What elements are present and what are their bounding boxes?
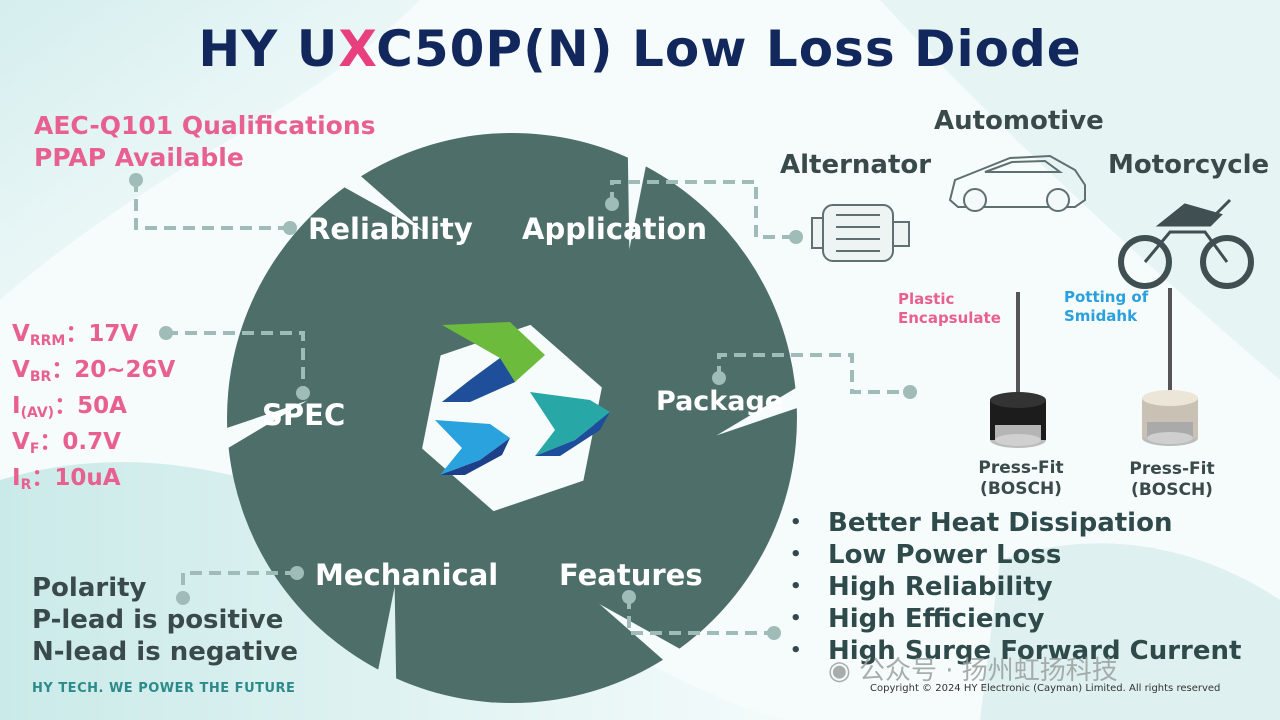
qualification-ppap: PPAP Available <box>34 143 244 172</box>
footer-tagline: HY TECH. WE POWER THE FUTURE <box>32 681 296 696</box>
alternator-icon <box>811 204 910 262</box>
title-suffix: C50P(N) Low Loss Diode <box>376 20 1082 78</box>
segment-mechanical-label: Mechanical <box>315 558 499 592</box>
spec-ir: IR：10uA <box>12 465 121 493</box>
connector-application <box>610 180 796 239</box>
qualification-aec: AEC-Q101 Qualifications <box>34 111 376 140</box>
segment-application <box>575 166 796 520</box>
features-list: •Better Heat Dissipation •Low Power Loss… <box>790 507 1241 667</box>
segment-package-label: Package <box>656 386 784 417</box>
footer-copyright: Copyright © 2024 HY Electronic (Cayman) … <box>870 683 1221 694</box>
aperture-wheel <box>227 132 797 704</box>
hy-logo <box>435 322 610 475</box>
spec-vf: VF：0.7V <box>12 429 121 457</box>
diode-potting-icon <box>1142 288 1198 446</box>
segment-spec-label: SPEC <box>262 398 346 432</box>
connector-features <box>627 597 774 635</box>
spec-values: VRRM：17V VBR：20~26V I(AV)：50A VF：0.7V IR… <box>12 320 175 500</box>
bg-wave-bottom-right <box>980 543 1280 720</box>
title-prefix: HY U <box>198 20 339 78</box>
connector-spec <box>166 331 305 393</box>
polarity-p-lead: P-lead is positive <box>32 605 284 635</box>
wechat-icon: ◉ <box>828 656 859 686</box>
polarity-title: Polarity <box>32 573 147 603</box>
list-item: •High Reliability <box>790 572 1053 602</box>
polarity-block: Polarity P-lead is positive N-lead is ne… <box>32 572 298 668</box>
bg-wave-top-right <box>880 0 1280 380</box>
spec-vrrm: VRRM：17V <box>12 321 139 349</box>
application-alternator: Alternator <box>780 150 932 180</box>
polarity-n-lead: N-lead is negative <box>32 637 298 667</box>
segment-reliability <box>361 132 632 414</box>
application-motorcycle: Motorcycle <box>1108 150 1270 180</box>
segment-features-label: Features <box>559 558 703 592</box>
title-accent: X <box>338 20 377 78</box>
segment-application-label: Application <box>522 212 707 246</box>
list-item: •High Surge Forward Current <box>790 636 1242 666</box>
qualifications: AEC-Q101 Qualifications PPAP Available <box>34 110 376 174</box>
spec-vbr: VBR：20~26V <box>12 357 176 385</box>
connector-package <box>717 353 910 394</box>
connector-dots <box>129 173 917 640</box>
car-icon <box>948 154 1086 212</box>
list-item: •High Efficiency <box>790 604 1045 634</box>
connectors <box>134 180 910 635</box>
motorcycle-icon <box>1118 198 1254 289</box>
watermark: ◉ 公众号 · 扬州虹扬科技 <box>828 656 1118 686</box>
diode-plastic-icon <box>990 292 1046 448</box>
list-item: •Low Power Loss <box>790 540 1062 570</box>
package-pressfit-a: Press-Fit(BOSCH) <box>978 458 1064 499</box>
connector-reliability <box>134 180 290 230</box>
connector-mechanical <box>181 571 297 598</box>
segment-spec <box>227 187 569 428</box>
segment-reliability-label: Reliability <box>308 212 473 246</box>
segment-mechanical <box>228 316 449 670</box>
package-pressfit-b: Press-Fit(BOSCH) <box>1129 459 1215 500</box>
segment-features <box>392 422 663 704</box>
spec-iav: I(AV)：50A <box>12 393 127 421</box>
segment-package <box>455 408 797 649</box>
bg-wave-top-left <box>0 0 420 300</box>
application-automotive: Automotive <box>934 106 1104 136</box>
page-title: HY UXC50P(N) Low Loss Diode <box>0 20 1280 78</box>
list-item: •Better Heat Dissipation <box>790 508 1173 538</box>
